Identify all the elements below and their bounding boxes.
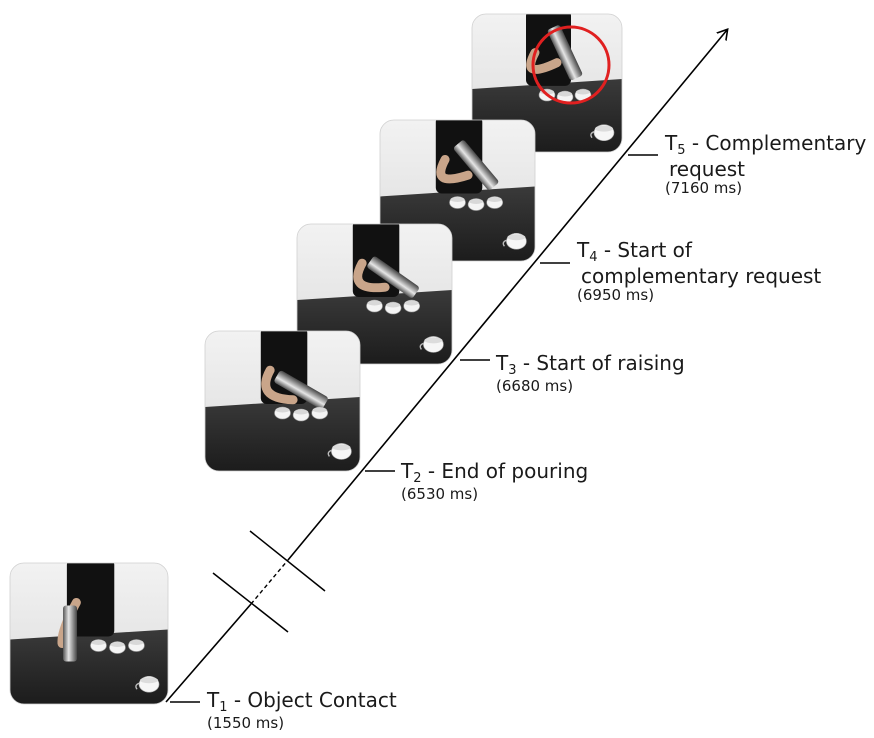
axis-lower-segment <box>165 603 252 703</box>
label-t4-title: T4 - Start of <box>577 238 692 265</box>
label-t1-time: (1550 ms) <box>207 714 285 732</box>
highlight-circle <box>531 25 611 105</box>
person-arm <box>353 258 390 293</box>
thermos <box>547 25 583 80</box>
partner-cup-rim <box>140 677 159 684</box>
video-frames <box>9 13 623 705</box>
label-t4: T4 - Start of complementary request (695… <box>577 240 821 303</box>
cup-rim <box>294 409 309 415</box>
label-t5-title: T5 - Complementary <box>665 131 867 158</box>
partner-cup-rim <box>595 125 613 132</box>
axis-dashed-gap <box>250 559 289 605</box>
label-t4-time: (6950 ms) <box>577 286 655 304</box>
frame-border <box>296 223 453 365</box>
cup-rim <box>312 407 327 413</box>
thermos <box>367 256 419 298</box>
partner-cup-rim <box>424 337 443 344</box>
partner-cup-handle <box>419 342 424 350</box>
label-t5: T5 - Complementary request (7160 ms) <box>665 133 866 196</box>
cup-rim <box>275 407 290 413</box>
label-t1: T1 - Object Contact (1550 ms) <box>207 690 397 731</box>
frame-end-of-pouring <box>204 330 361 472</box>
label-t5-time: (7160 ms) <box>665 179 743 197</box>
frame-border <box>9 562 169 705</box>
label-t2: T2 - End of pouring (6530 ms) <box>401 461 588 502</box>
time-axis <box>165 30 727 703</box>
thermos <box>453 140 499 190</box>
thermos <box>63 605 78 662</box>
frame-object-contact <box>9 562 169 705</box>
partner-cup-handle <box>502 239 507 247</box>
cup-rim <box>404 300 419 306</box>
axis-break-mark-lower <box>212 572 289 633</box>
cup-rim <box>129 640 144 645</box>
table <box>10 629 168 704</box>
label-t2-title: T2 - End of pouring <box>401 459 589 486</box>
partner-cup-rim <box>507 234 526 241</box>
cup-rim <box>450 197 465 202</box>
cup-rim <box>91 640 106 645</box>
cup-rim <box>469 199 484 204</box>
thermos <box>274 370 328 409</box>
partner-cup-handle <box>135 682 140 690</box>
label-t1-title: T1 - Object Contact <box>207 688 397 715</box>
cup-rim <box>386 302 401 308</box>
person-arm <box>261 365 298 405</box>
label-t3: T3 - Start of raising (6680 ms) <box>496 353 685 394</box>
frame-border <box>471 13 623 153</box>
partner-cup-rim <box>332 444 351 451</box>
frame-border <box>379 119 536 262</box>
partner-cup-handle <box>590 131 595 139</box>
cup-rim <box>487 197 502 202</box>
label-t3-time: (6680 ms) <box>496 377 574 395</box>
person-arm <box>436 154 473 184</box>
partner-cup-handle <box>327 449 332 457</box>
axis-upper-segment <box>287 30 727 561</box>
cup-rim <box>576 89 590 95</box>
label-t4-title-line2: complementary request <box>581 264 822 288</box>
axis-break-mark-upper <box>249 530 326 592</box>
label-t5-title-line2: request <box>669 157 746 181</box>
cup-rim <box>558 91 572 97</box>
person-torso <box>66 563 115 637</box>
label-leaders <box>170 154 658 703</box>
frame-border <box>204 330 361 472</box>
label-t2-time: (6530 ms) <box>401 485 479 503</box>
cup-rim <box>110 642 125 647</box>
label-t3-title: T3 - Start of raising <box>496 351 685 378</box>
cup-rim <box>367 300 382 306</box>
